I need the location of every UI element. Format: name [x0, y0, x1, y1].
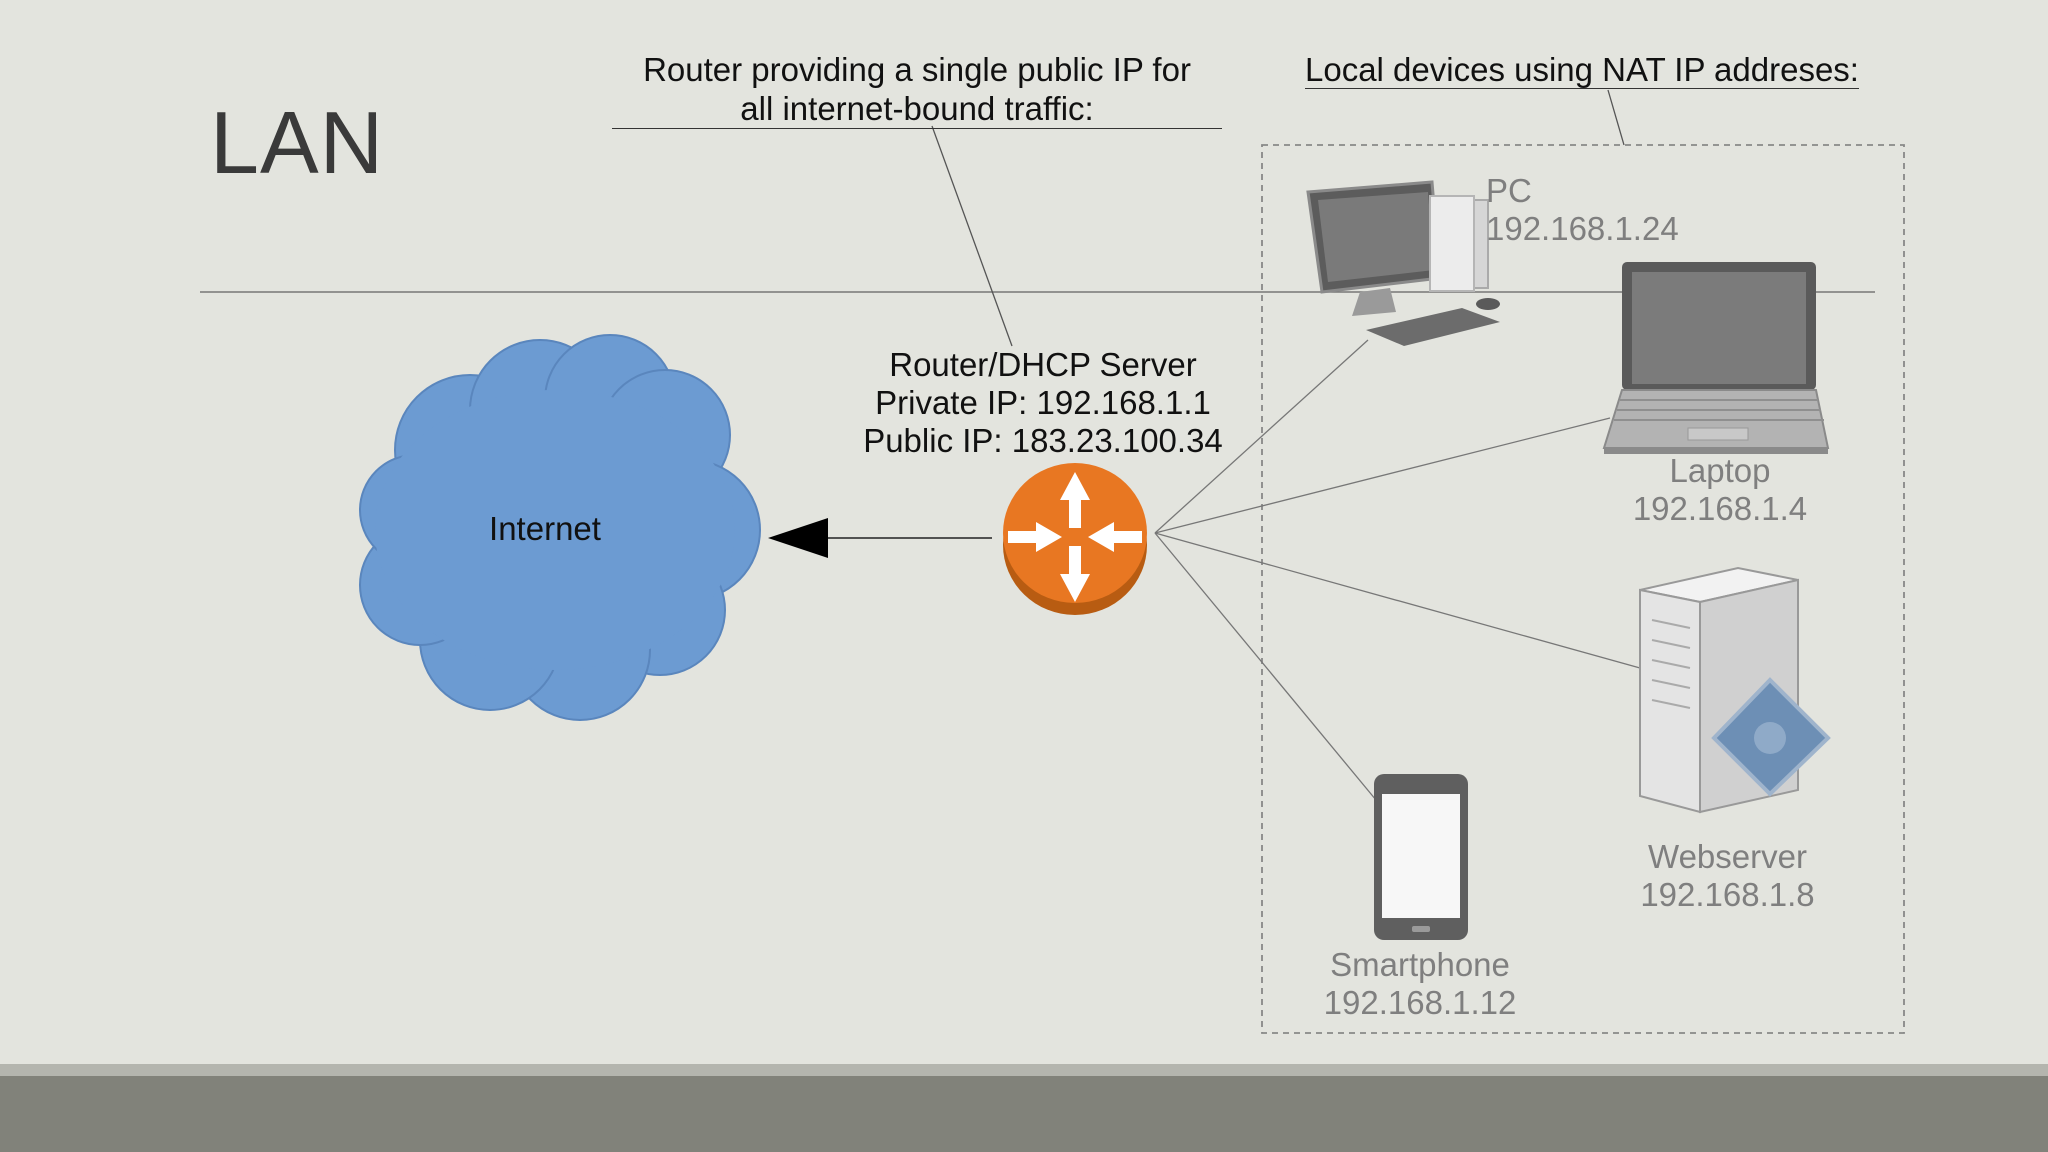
- router-caption: Router providing a single public IP for …: [612, 50, 1222, 129]
- laptop-icon: [1602, 262, 1830, 454]
- router-public-ip: Public IP: 183.23.100.34: [863, 422, 1223, 459]
- webserver-label: Webserver 192.168.1.8: [1600, 838, 1855, 914]
- router-icon: [1003, 463, 1147, 615]
- laptop-label: Laptop 192.168.1.4: [1600, 452, 1840, 528]
- internet-arrowhead: [768, 518, 828, 558]
- footer-divider: [0, 1064, 2048, 1076]
- laptop-name: Laptop: [1669, 452, 1771, 489]
- network-diagram: [200, 89, 1905, 1034]
- link-pc: [1154, 339, 1369, 534]
- internet-label: Internet: [489, 510, 601, 547]
- router-caption-line-2: all internet-bound traffic:: [740, 90, 1094, 127]
- router-caption-line-1: Router providing a single public IP for: [643, 51, 1191, 88]
- smartphone-ip: 192.168.1.12: [1323, 984, 1517, 1021]
- footer-bar: [0, 1076, 2048, 1152]
- router-name: Router/DHCP Server: [889, 346, 1197, 383]
- router-info: Router/DHCP Server Private IP: 192.168.1…: [838, 346, 1248, 460]
- connection-lines: [1154, 339, 1641, 801]
- internet-cloud: [359, 334, 761, 721]
- pc-name: PC: [1486, 172, 1532, 209]
- webserver-icon: [1639, 566, 1831, 814]
- local-devices-caption: Local devices using NAT IP addreses:: [1292, 50, 1872, 89]
- smartphone-icon: [1374, 774, 1468, 940]
- laptop-ip: 192.168.1.4: [1632, 490, 1808, 527]
- smartphone-name: Smartphone: [1330, 946, 1510, 983]
- pc-label: PC 192.168.1.24: [1486, 172, 1679, 248]
- local-caption-leader: [1607, 89, 1625, 146]
- link-smartphone: [1154, 532, 1377, 801]
- pc-ip: 192.168.1.24: [1486, 210, 1679, 247]
- link-webserver: [1154, 532, 1641, 669]
- local-devices-caption-text: Local devices using NAT IP addreses:: [1305, 51, 1859, 89]
- link-laptop: [1154, 417, 1611, 534]
- pc-icon: [1306, 180, 1500, 346]
- page-title: LAN: [210, 93, 385, 192]
- slide: LAN Router providing a single public IP …: [200, 50, 1905, 1034]
- local-devices-box: [1261, 144, 1905, 1034]
- webserver-name: Webserver: [1648, 838, 1807, 875]
- router-private-ip: Private IP: 192.168.1.1: [875, 384, 1211, 421]
- smartphone-label: Smartphone 192.168.1.12: [1300, 946, 1540, 1022]
- webserver-ip: 192.168.1.8: [1640, 876, 1815, 913]
- router-caption-leader: [931, 125, 1013, 347]
